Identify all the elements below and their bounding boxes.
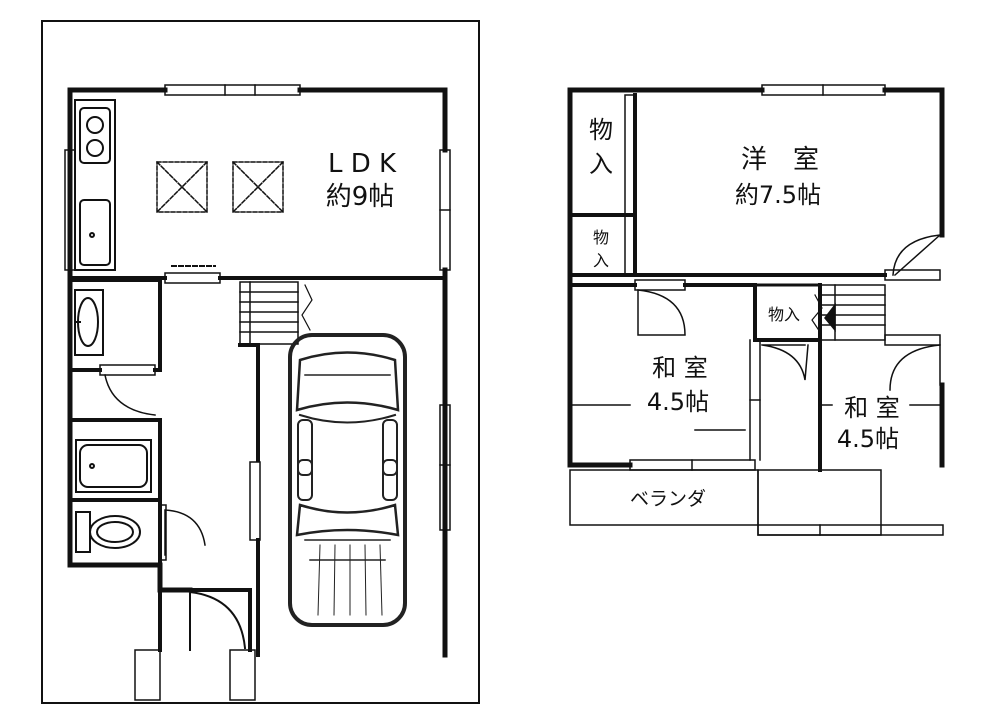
ldk-door-frame bbox=[164, 272, 221, 284]
toilet bbox=[75, 511, 141, 553]
veranda-label: ベランダ bbox=[630, 488, 706, 510]
window-garage-right bbox=[439, 404, 451, 531]
entrance-door bbox=[188, 590, 247, 651]
japanese-right-door bbox=[889, 344, 941, 391]
japanese-left-partitions bbox=[571, 339, 761, 461]
washroom-door-swing bbox=[104, 374, 156, 416]
floor-2: 洋 室 約7.5帖 物 入 物 入 物入 和 室 4.5帖 和 室 4.5帖 ベ… bbox=[567, 84, 945, 536]
window-western-top bbox=[761, 84, 886, 96]
window-veranda bbox=[629, 459, 944, 536]
stair-closet-door bbox=[761, 344, 809, 381]
closet-top-line2: 入 bbox=[589, 150, 613, 178]
western-door bbox=[892, 233, 942, 277]
bath-walls bbox=[68, 418, 162, 502]
ldk-size: 約9帖 bbox=[326, 182, 395, 212]
floor2-outer-wall bbox=[567, 87, 945, 468]
window-ldk-top bbox=[164, 84, 301, 96]
bathtub bbox=[75, 439, 152, 493]
ldk-name: L D K bbox=[328, 149, 397, 179]
stairs-floor2 bbox=[811, 284, 886, 341]
lot-outline bbox=[41, 20, 480, 704]
japanese-left-size: 4.5帖 bbox=[647, 388, 709, 416]
western-room-size: 約7.5帖 bbox=[735, 181, 821, 209]
car-icon bbox=[288, 333, 407, 627]
japanese-right-name: 和 室 bbox=[844, 394, 900, 422]
japanese-left-name: 和 室 bbox=[652, 354, 708, 382]
stair-closet-walls bbox=[753, 283, 822, 342]
stair-closet-label: 物入 bbox=[768, 305, 800, 324]
entrance-walls bbox=[158, 588, 252, 652]
window-ldk-right bbox=[439, 149, 451, 271]
wash-basin bbox=[74, 289, 104, 356]
toilet-door-swing bbox=[164, 509, 206, 556]
washroom-walls bbox=[68, 278, 162, 372]
western-room-name: 洋 室 bbox=[741, 145, 819, 175]
stairs-floor1 bbox=[239, 281, 313, 345]
closet-mid-line1: 物 bbox=[593, 228, 609, 247]
closet-top-line1: 物 bbox=[589, 116, 613, 144]
japanese-left-door bbox=[637, 289, 686, 336]
outer-wall bbox=[67, 87, 448, 658]
floor-1: L D K 約9帖 bbox=[41, 20, 480, 704]
ceiling-fixture-2 bbox=[231, 160, 285, 214]
ceiling-fixture-1 bbox=[155, 160, 209, 214]
closet-mid-line2: 入 bbox=[593, 251, 609, 270]
kitchen-counter bbox=[74, 99, 116, 271]
japanese-right-size: 4.5帖 bbox=[837, 425, 899, 453]
